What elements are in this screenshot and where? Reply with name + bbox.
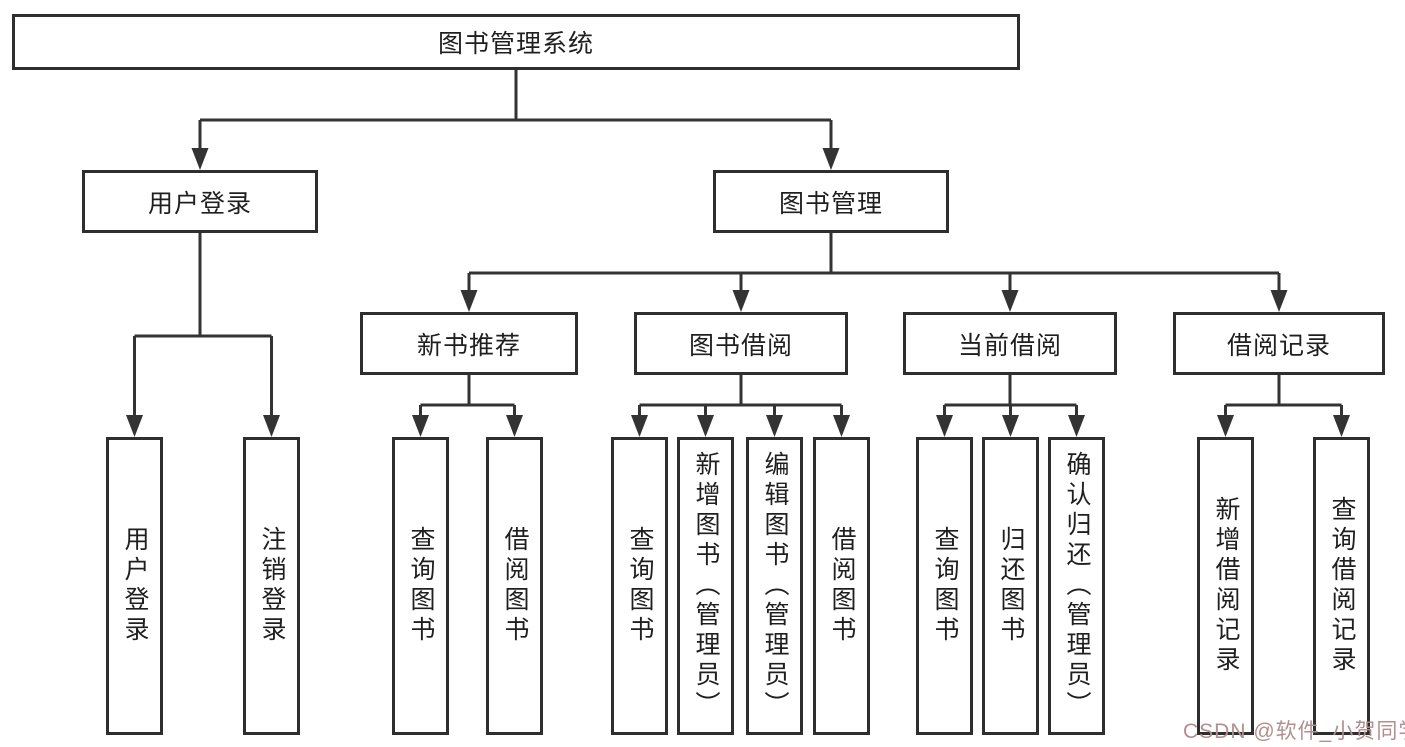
node-new-book-recommend: 新书推荐 xyxy=(360,312,578,375)
node-edit-books-admin: 编辑图书（管理员） xyxy=(746,437,803,735)
node-label: 确认归还（管理员） xyxy=(1063,451,1091,721)
arrowhead xyxy=(1217,415,1234,437)
arrowhead xyxy=(1001,290,1019,312)
arrowhead xyxy=(506,415,523,437)
node-book-management: 图书管理 xyxy=(713,170,949,233)
arrowhead xyxy=(833,415,850,437)
node-logout-leaf: 注销登录 xyxy=(243,437,300,735)
node-user-login-leaf: 用户登录 xyxy=(106,437,163,735)
node-add-books-admin: 新增图书（管理员） xyxy=(677,437,734,735)
arrowhead xyxy=(936,415,953,437)
node-confirm-return-admin: 确认归还（管理员） xyxy=(1048,437,1105,735)
node-query-books-borrow: 查询图书 xyxy=(611,437,668,735)
node-query-books-current: 查询图书 xyxy=(916,437,973,735)
node-label: 用户登录 xyxy=(121,526,149,646)
csdn-watermark: CSDN @软件_小贺同学 xyxy=(1183,720,1405,743)
node-book-borrow: 图书借阅 xyxy=(634,312,848,375)
node-label: 查询图书 xyxy=(407,526,435,646)
node-borrow-books-recommend: 借阅图书 xyxy=(486,437,543,735)
node-current-borrow: 当前借阅 xyxy=(903,312,1117,375)
node-label: 新增图书（管理员） xyxy=(692,451,720,721)
node-query-books-recommend: 查询图书 xyxy=(392,437,449,735)
node-return-books: 归还图书 xyxy=(982,437,1039,735)
arrowhead xyxy=(191,148,209,170)
node-label: 查询图书 xyxy=(931,526,959,646)
arrowhead xyxy=(1068,415,1085,437)
arrowhead xyxy=(1333,415,1350,437)
arrowhead xyxy=(732,290,750,312)
node-label: 借阅图书 xyxy=(501,526,529,646)
arrowhead xyxy=(631,415,648,437)
node-user-login: 用户登录 xyxy=(82,170,318,233)
node-label: 新增借阅记录 xyxy=(1212,496,1240,676)
arrowhead xyxy=(822,148,840,170)
node-borrow-records: 借阅记录 xyxy=(1173,312,1385,375)
arrowhead xyxy=(766,415,783,437)
node-label: 借阅图书 xyxy=(828,526,856,646)
node-label: 编辑图书（管理员） xyxy=(761,451,789,721)
arrowhead xyxy=(697,415,714,437)
arrowhead xyxy=(460,290,478,312)
arrowhead xyxy=(263,415,280,437)
arrowhead xyxy=(412,415,429,437)
arrowhead xyxy=(1270,290,1288,312)
node-label: 注销登录 xyxy=(258,526,286,646)
node-label: 查询借阅记录 xyxy=(1328,496,1356,676)
node-label: 归还图书 xyxy=(997,526,1025,646)
node-label: 查询图书 xyxy=(626,526,654,646)
node-add-borrow-record: 新增借阅记录 xyxy=(1197,437,1254,735)
node-borrow-books-leaf: 借阅图书 xyxy=(813,437,870,735)
arrowhead xyxy=(1002,415,1019,437)
arrowhead xyxy=(126,415,143,437)
node-root: 图书管理系统 xyxy=(12,14,1020,70)
node-query-borrow-record: 查询借阅记录 xyxy=(1313,437,1370,735)
